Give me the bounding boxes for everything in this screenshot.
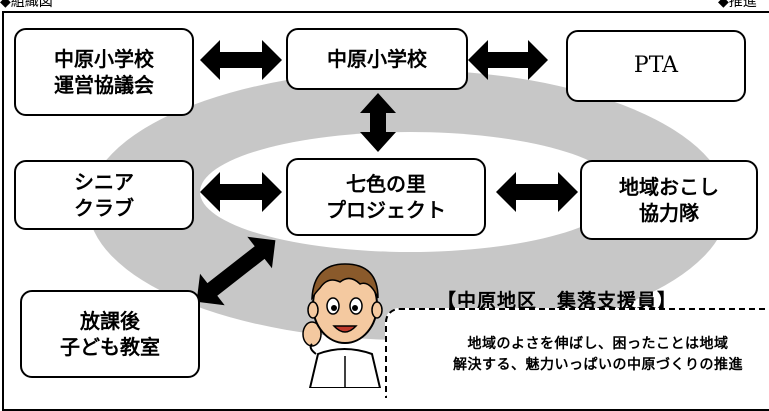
support-member-message: 地域のよさを伸ばし、困ったことは地域 解決する、魅力いっぱいの中原づくりの推進 bbox=[453, 336, 743, 373]
senior-club-box: シニア クラブ bbox=[14, 160, 194, 230]
promotion-label: ◆推進 bbox=[718, 0, 757, 10]
arrow-senior-project bbox=[200, 172, 282, 212]
council-box: 中原小学校 運営協議会 bbox=[14, 28, 194, 116]
speech-bubble bbox=[385, 308, 769, 398]
support-member-title: 【中原地区 集落支援員】 bbox=[437, 290, 678, 312]
project-box: 七色の里 プロジェクト bbox=[286, 158, 486, 236]
school-box: 中原小学校 bbox=[286, 28, 468, 90]
arrow-school-pta bbox=[468, 40, 548, 80]
local-revitalization-box: 地域おこし 協力隊 bbox=[580, 160, 758, 240]
arrow-council-school bbox=[200, 40, 282, 80]
support-member-illustration bbox=[302, 263, 383, 388]
arrow-project-afterschool bbox=[196, 236, 276, 306]
pta-box: PTA bbox=[566, 30, 746, 102]
org-chart-label: ◆組織図 bbox=[0, 0, 53, 10]
afterschool-box: 放課後 子ども教室 bbox=[20, 290, 200, 378]
arrow-school-project bbox=[360, 93, 396, 152]
arrow-project-corps bbox=[496, 172, 578, 212]
arrow-layer bbox=[196, 40, 578, 306]
